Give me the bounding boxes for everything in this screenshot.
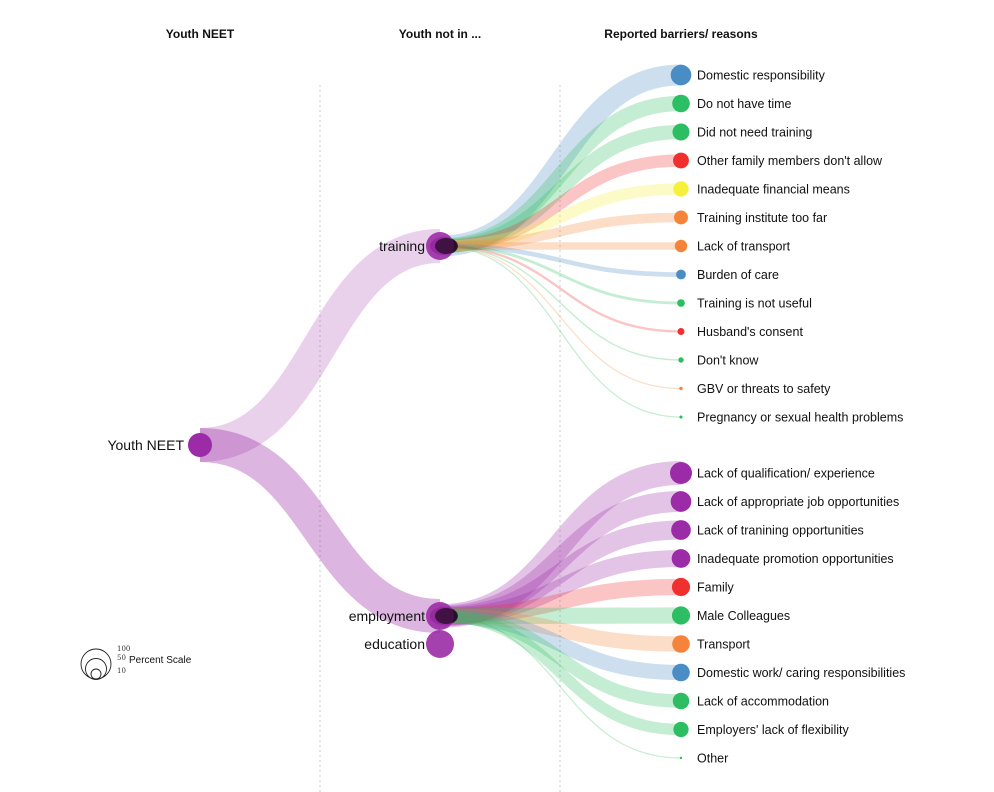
link-training-burden-of-care (439, 243, 682, 277)
reason-label-inadequate-financial-means: Inadequate financial means (697, 183, 850, 197)
nodes-layer: Domestic responsibility Do not have timeD… (107, 64, 905, 766)
hub-overlay-training (435, 238, 457, 254)
link-employment-other (439, 615, 682, 759)
scale-tick-100: 100 (117, 645, 130, 653)
reason-label-transport: Transport (697, 638, 751, 652)
reason-node-training-is-not-useful[interactable] (677, 299, 685, 307)
link-employment-lack-of-appropriate-job-opportunities (439, 491, 682, 627)
reason-node-training-institute-too-far[interactable] (674, 210, 688, 225)
reason-label-did-not-need-training: Did not need training (697, 126, 812, 140)
column-header-youth-not-in: Youth not in ... (399, 27, 481, 41)
branch-label-employment: employment (349, 608, 425, 624)
reason-node-don-t-know[interactable] (678, 357, 684, 363)
link-employment-domestic-work-caring-responsibilities (439, 608, 682, 681)
reason-label-employers-lack-of-flexibility: Employers' lack of flexibility (697, 723, 849, 737)
link-employment-transport (439, 608, 682, 652)
reason-label-male-colleagues: Male Colleagues (697, 609, 790, 623)
link-employment-lack-of-tranining-opportunities (439, 520, 682, 626)
link-root-employment (199, 428, 441, 633)
reason-label-don-t-know: Don't know (697, 354, 759, 368)
reason-label-domestic-responsibility: Domestic responsibility (697, 69, 826, 83)
reason-node-pregnancy-or-sexual-health-problems[interactable] (679, 415, 683, 419)
reason-node-did-not-need-training[interactable] (672, 123, 690, 141)
reason-node-lack-of-accommodation[interactable] (672, 692, 690, 710)
hub-overlay-employment (435, 608, 457, 624)
reason-node-lack-of-transport[interactable] (674, 239, 688, 253)
column-header-youth-neet: Youth NEET (166, 27, 235, 41)
link-employment-lack-of-qualification-experience (439, 461, 682, 628)
reason-label-husband-s-consent: Husband's consent (697, 325, 803, 339)
branch-node-education[interactable] (426, 630, 454, 658)
reason-label-training-institute-too-far: Training institute too far (697, 211, 827, 225)
reason-node-burden-of-care[interactable] (676, 269, 686, 280)
reason-label-gbv-or-threats-to-safety: GBV or threats to safety (697, 382, 831, 396)
link-employment-inadequate-promotion-opportunities (439, 549, 682, 625)
percent-scale-legend: 100 50 10 Percent Scale (80, 645, 192, 680)
link-training-don-t-know (439, 245, 682, 361)
reason-label-pregnancy-or-sexual-health-problems: Pregnancy or sexual health problems (697, 411, 903, 425)
link-training-training-institute-too-far (439, 212, 682, 251)
reason-node-husband-s-consent[interactable] (677, 328, 685, 335)
link-training-domestic-responsibility (439, 64, 682, 257)
reason-node-do-not-have-time[interactable] (672, 94, 690, 113)
reason-node-male-colleagues[interactable] (671, 606, 691, 625)
link-employment-employers-lack-of-flexibility (439, 610, 682, 736)
reason-node-inadequate-promotion-opportunities[interactable] (671, 549, 691, 568)
reason-label-family: Family (697, 581, 735, 595)
scale-tick-50: 50 (117, 654, 126, 662)
reason-label-inadequate-promotion-opportunities: Inadequate promotion opportunities (697, 552, 894, 566)
root-label: Youth NEET (107, 437, 184, 453)
reason-node-lack-of-qualification-experience[interactable] (670, 462, 692, 484)
reason-label-domestic-work-caring-responsibilities: Domestic work/ caring responsibilities (697, 666, 905, 680)
link-training-inadequate-financial-means (439, 183, 682, 252)
reason-label-other-family-members-don-t-allow: Other family members don't allow (697, 154, 883, 168)
reason-label-burden-of-care: Burden of care (697, 268, 779, 282)
link-training-other-family-members-don-t-allow (439, 154, 682, 253)
link-training-training-is-not-useful (439, 244, 682, 305)
link-training-husband-s-consent (439, 244, 682, 333)
link-root-training (198, 229, 442, 462)
reason-label-do-not-have-time: Do not have time (697, 97, 792, 111)
link-employment-family (439, 578, 682, 625)
scale-circle-50 (85, 658, 107, 680)
reason-node-gbv-or-threats-to-safety[interactable] (679, 386, 683, 391)
link-training-gbv-or-threats-to-safety (439, 245, 682, 390)
reason-node-other[interactable] (679, 756, 683, 760)
reason-label-lack-of-tranining-opportunities: Lack of tranining opportunities (697, 524, 864, 538)
scale-circle-100 (80, 648, 112, 680)
reason-node-domestic-work-caring-responsibilities[interactable] (672, 663, 690, 682)
branch-label-training: training (379, 238, 425, 254)
link-training-did-not-need-training (439, 124, 682, 254)
reason-node-domestic-responsibility[interactable] (670, 64, 692, 86)
link-employment-male-colleagues (439, 607, 682, 625)
column-header-reported-barriers: Reported barriers/ reasons (604, 27, 758, 41)
reason-label-lack-of-accommodation: Lack of accommodation (697, 695, 829, 709)
link-training-do-not-have-time (439, 95, 682, 254)
reason-label-lack-of-transport: Lack of transport (697, 240, 791, 254)
scale-tick-10: 10 (117, 667, 126, 675)
root-node[interactable] (188, 433, 212, 457)
reason-label-other: Other (697, 752, 728, 766)
reason-node-other-family-members-don-t-allow[interactable] (673, 152, 689, 169)
scale-title: Percent Scale (129, 655, 192, 666)
links-layer (198, 64, 682, 759)
reason-label-lack-of-qualification-experience: Lack of qualification/ experience (697, 467, 875, 481)
link-employment-lack-of-accommodation (439, 609, 682, 708)
reason-label-lack-of-appropriate-job-opportunities: Lack of appropriate job opportunities (697, 495, 899, 509)
scale-circle-10 (90, 668, 102, 680)
reason-node-lack-of-appropriate-job-opportunities[interactable] (670, 491, 692, 512)
link-training-pregnancy-or-sexual-health-problems (439, 245, 682, 418)
reason-node-family[interactable] (671, 577, 691, 597)
reason-node-lack-of-tranining-opportunities[interactable] (671, 520, 691, 540)
reason-node-employers-lack-of-flexibility[interactable] (673, 721, 689, 738)
reason-node-inadequate-financial-means[interactable] (673, 181, 689, 197)
reason-node-transport[interactable] (672, 635, 690, 653)
reason-label-training-is-not-useful: Training is not useful (697, 297, 812, 311)
branch-label-education: education (364, 636, 425, 652)
